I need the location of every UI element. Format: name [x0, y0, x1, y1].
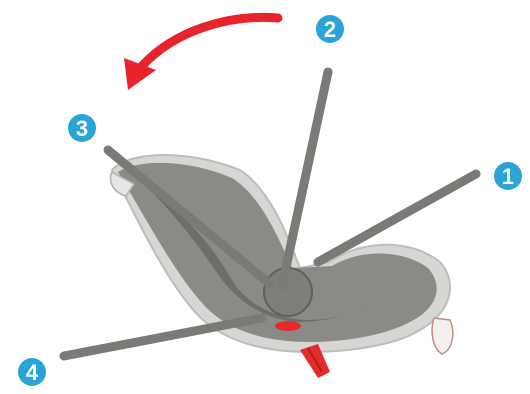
- rotation-arrow: [124, 17, 278, 90]
- step-badge-4: 4: [18, 358, 46, 386]
- step-number-4: 4: [26, 360, 39, 385]
- red-clip-marker: [275, 321, 301, 331]
- step-badge-2: 2: [316, 15, 344, 43]
- step-badge-1: 1: [494, 162, 522, 190]
- step-number-1: 1: [502, 164, 514, 189]
- step-badge-3: 3: [68, 114, 96, 142]
- rod-top: [282, 72, 328, 286]
- step-number-3: 3: [76, 116, 88, 141]
- step-number-2: 2: [324, 17, 336, 42]
